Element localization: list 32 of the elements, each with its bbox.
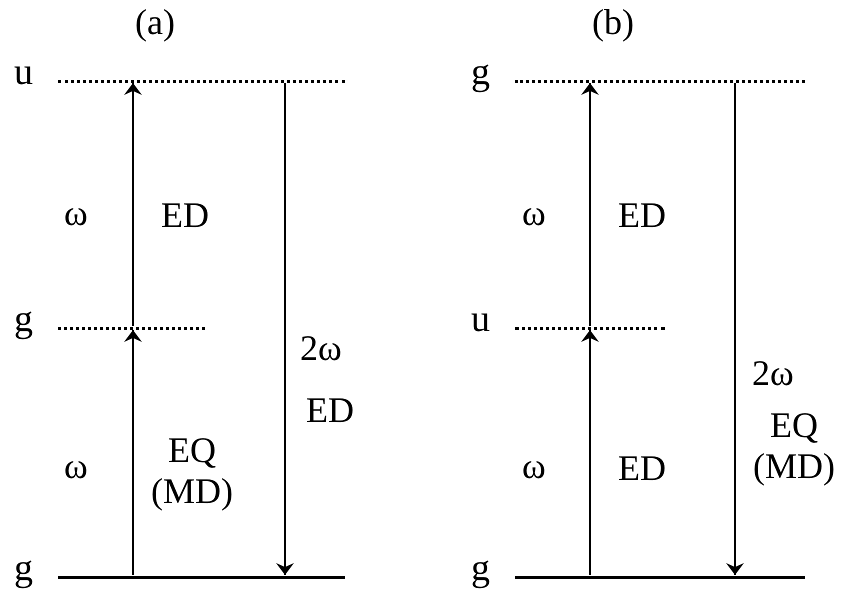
- energy-level-line: [58, 576, 345, 579]
- edge-label: EQ (MD): [150, 430, 234, 513]
- virtual-level-line: [58, 327, 205, 330]
- level-label: u: [471, 300, 490, 338]
- energy-level-line: [515, 576, 805, 579]
- virtual-level-line: [515, 327, 665, 330]
- frequency-label: 2ω: [300, 330, 342, 366]
- frequency-label: ω: [64, 195, 88, 231]
- virtual-level-line: [515, 80, 805, 83]
- level-label: g: [471, 549, 490, 587]
- level-label: g: [14, 549, 33, 587]
- frequency-label: ω: [522, 195, 546, 231]
- arrow: [581, 83, 599, 326]
- edge-label: ED: [617, 448, 667, 490]
- frequency-label: ω: [522, 448, 546, 484]
- arrow: [124, 330, 142, 575]
- level-label: u: [14, 53, 33, 91]
- frequency-label: ω: [64, 448, 88, 484]
- arrow: [276, 83, 294, 575]
- edge-label: EQ (MD): [752, 405, 836, 488]
- virtual-level-line: [58, 80, 345, 83]
- arrow: [581, 330, 599, 575]
- arrow: [124, 83, 142, 326]
- edge-label: ED: [617, 195, 667, 236]
- edge-label: ED: [160, 195, 210, 236]
- level-label: g: [471, 53, 490, 91]
- arrow: [726, 83, 744, 575]
- frequency-label: 2ω: [752, 355, 794, 391]
- panel-label: (b): [592, 4, 634, 40]
- level-label: g: [14, 300, 33, 338]
- edge-label: ED: [305, 390, 355, 432]
- panel-label: (a): [135, 4, 175, 40]
